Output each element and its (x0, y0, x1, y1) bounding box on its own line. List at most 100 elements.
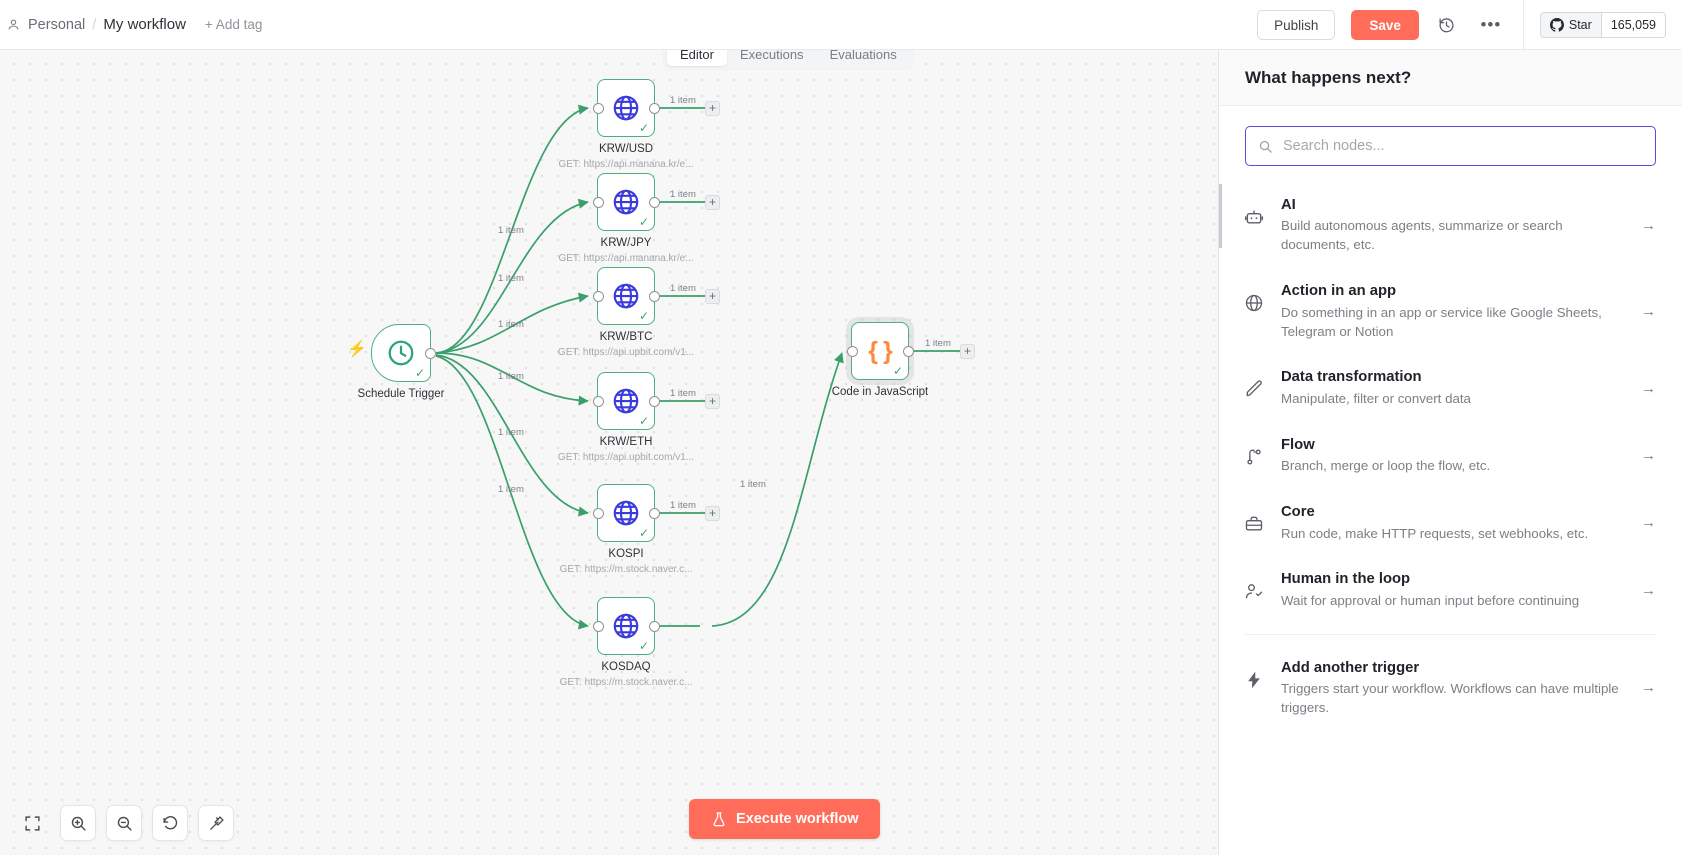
nodes-panel: What happens next? (1218, 50, 1682, 855)
add-node-button[interactable]: + (705, 195, 720, 210)
node-box[interactable]: ✓ (592, 484, 660, 542)
search-box[interactable] (1245, 126, 1656, 166)
add-node-button[interactable]: + (705, 506, 720, 521)
output-port[interactable] (648, 620, 660, 632)
fit-view-button[interactable] (14, 805, 50, 841)
category-title: Human in the loop (1281, 571, 1411, 588)
edge-label-trigger: 1 item (498, 484, 524, 495)
scrollbar[interactable] (1219, 184, 1222, 248)
output-port[interactable] (648, 290, 660, 302)
node-box[interactable]: ✓ (592, 173, 660, 231)
breadcrumb-separator: / (92, 16, 97, 33)
robot-icon (1243, 195, 1265, 227)
category-list[interactable]: AI Build autonomous agents, summarize or… (1219, 176, 1682, 855)
node-krw-eth[interactable]: ✓ KRW/ETH GET: https://api.upbit.com/v1.… (558, 372, 694, 463)
tab-evaluations[interactable]: Evaluations (829, 47, 897, 62)
output-port[interactable] (648, 196, 660, 208)
add-tag-button[interactable]: + Add tag (204, 17, 263, 32)
chevron-right-icon: → (1641, 379, 1656, 397)
add-node-button[interactable]: + (705, 289, 720, 304)
edge-label-trigger: 1 item (498, 273, 524, 284)
tab-executions[interactable]: Executions (739, 47, 804, 62)
ellipsis-icon[interactable]: ••• (1480, 15, 1502, 34)
globe-icon (1243, 281, 1265, 313)
toolbox-icon (1243, 502, 1265, 534)
category-flow[interactable]: Flow Branch, merge or loop the flow, etc… (1219, 422, 1682, 489)
category-title: Flow (1281, 436, 1315, 453)
github-star-button[interactable]: Star (1539, 12, 1601, 38)
node-status-check: ✓ (638, 215, 649, 229)
page-title[interactable]: My workflow (103, 16, 186, 33)
category-desc: Build autonomous agents, summarize or se… (1281, 218, 1563, 253)
input-port[interactable] (592, 620, 604, 632)
node-schedule-trigger[interactable]: ⚡ ✓ Schedule Trigger (347, 324, 444, 400)
search-input[interactable] (1283, 138, 1643, 154)
category-ai[interactable]: AI Build autonomous agents, summarize or… (1219, 182, 1682, 268)
category-action-in-an-app[interactable]: Action in an app Do something in an app … (1219, 268, 1682, 354)
node-kosdaq[interactable]: ✓ KOSDAQ GET: https://m.stock.naver.c... (560, 597, 692, 688)
node-code-in-javascript[interactable]: { } ✓ Code in JavaScript (832, 322, 928, 398)
node-box[interactable]: ✓ (592, 267, 660, 325)
node-box[interactable]: { } ✓ (846, 322, 914, 380)
output-port[interactable] (424, 347, 436, 359)
category-body: Flow Branch, merge or loop the flow, etc… (1281, 435, 1625, 476)
category-add-another-trigger[interactable]: Add another trigger Triggers start your … (1219, 645, 1682, 731)
node-box[interactable]: ✓ (592, 597, 660, 655)
category-data-transformation[interactable]: Data transformation Manipulate, filter o… (1219, 354, 1682, 421)
input-port[interactable] (592, 507, 604, 519)
add-node-button[interactable]: + (960, 344, 975, 359)
edge-label-trigger: 1 item (498, 371, 524, 382)
input-port[interactable] (592, 395, 604, 407)
output-port[interactable] (648, 507, 660, 519)
category-desc: Wait for approval or human input before … (1281, 592, 1580, 608)
node-krw-jpy[interactable]: ✓ KRW/JPY GET: https://api.manana.kr/e..… (558, 173, 694, 264)
input-port[interactable] (592, 196, 604, 208)
category-body: AI Build autonomous agents, summarize or… (1281, 195, 1625, 255)
category-core[interactable]: Core Run code, make HTTP requests, set w… (1219, 489, 1682, 556)
execute-workflow-label: Execute workflow (736, 811, 859, 827)
node-krw-usd[interactable]: ✓ KRW/USD GET: https://api.manana.kr/e..… (558, 79, 694, 170)
node-status-check: ✓ (892, 364, 903, 378)
add-node-button[interactable]: + (705, 101, 720, 116)
breadcrumb-personal[interactable]: Personal (28, 16, 86, 33)
node-subtitle: GET: https://api.manana.kr/e... (558, 253, 694, 264)
category-body: Action in an app Do something in an app … (1281, 281, 1625, 341)
input-port[interactable] (592, 290, 604, 302)
node-label: KRW/ETH (599, 436, 653, 448)
output-port[interactable] (648, 395, 660, 407)
braces-icon: { } (868, 336, 892, 365)
node-label: KOSDAQ (601, 661, 651, 673)
reset-zoom-button[interactable] (152, 805, 188, 841)
node-label: KRW/BTC (599, 331, 653, 343)
node-label: KRW/JPY (600, 237, 652, 249)
output-port[interactable] (648, 102, 660, 114)
node-subtitle: GET: https://m.stock.naver.c... (559, 564, 693, 575)
chevron-right-icon: → (1641, 514, 1656, 532)
input-port[interactable] (592, 102, 604, 114)
workflow-canvas[interactable]: ⚡ ✓ Schedule Trigger ✓ KRW/USD GET: h (0, 50, 1218, 855)
node-box[interactable]: ✓ (592, 79, 660, 137)
workflow-edges (435, 104, 961, 630)
node-krw-btc[interactable]: ✓ KRW/BTC GET: https://api.upbit.com/v1.… (558, 267, 694, 358)
save-button[interactable]: Save (1351, 10, 1419, 40)
tidy-up-button[interactable] (198, 805, 234, 841)
category-human-in-the-loop[interactable]: Human in the loop Wait for approval or h… (1219, 556, 1682, 623)
publish-button[interactable]: Publish (1257, 10, 1336, 40)
zoom-in-button[interactable] (60, 805, 96, 841)
add-node-button[interactable]: + (705, 394, 720, 409)
node-kospi[interactable]: ✓ KOSPI GET: https://m.stock.naver.c... (560, 484, 692, 575)
execute-workflow-button[interactable]: Execute workflow (689, 799, 881, 839)
chevron-right-icon: → (1641, 446, 1656, 464)
input-port[interactable] (846, 345, 858, 357)
output-port[interactable] (902, 345, 914, 357)
category-desc: Run code, make HTTP requests, set webhoo… (1281, 525, 1589, 541)
node-box[interactable]: ✓ (371, 324, 436, 382)
zoom-out-button[interactable] (106, 805, 142, 841)
lightning-icon (1243, 658, 1265, 690)
chevron-right-icon: → (1641, 302, 1656, 320)
node-box[interactable]: ✓ (592, 372, 660, 430)
history-icon[interactable] (1431, 9, 1463, 41)
edge-label: 1 item (925, 338, 951, 349)
node-label: Schedule Trigger (357, 388, 445, 400)
lightning-icon: ⚡ (347, 341, 367, 358)
